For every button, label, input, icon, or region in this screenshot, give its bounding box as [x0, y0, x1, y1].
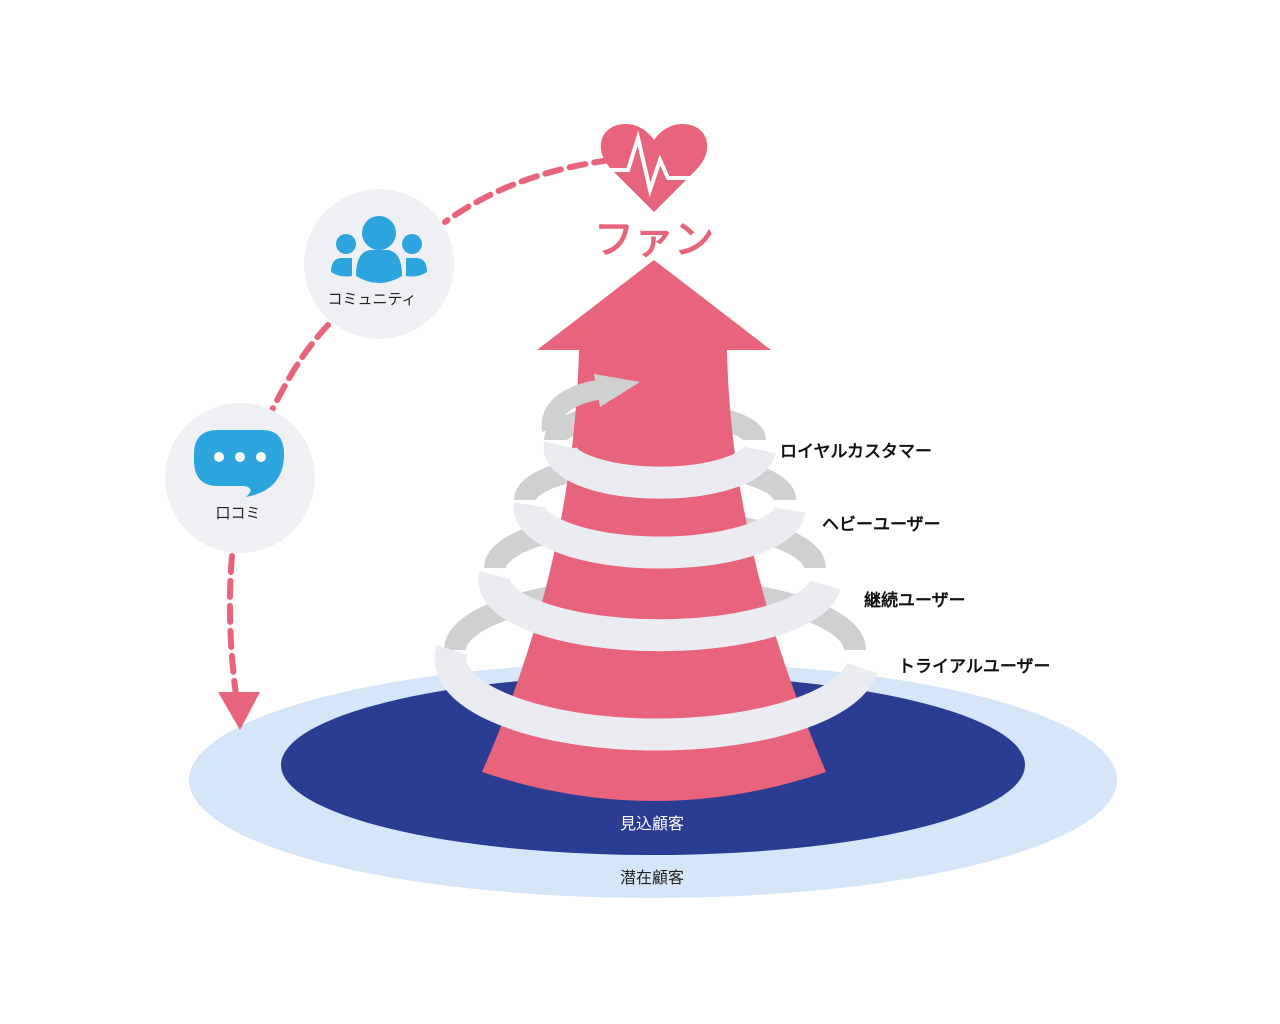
stage-label-loyal: ロイヤルカスタマー — [780, 442, 932, 462]
flow-arrowhead — [218, 692, 260, 730]
dashed-flow-path — [226, 157, 613, 698]
stage-label-heavy: ヘビーユーザー — [822, 515, 941, 535]
growth-arrow — [482, 260, 826, 801]
stage-label-continuing: 継続ユーザー — [864, 590, 966, 611]
heart-pulse-icon — [600, 124, 708, 212]
spiral-arrow-head — [541, 374, 640, 432]
people-icon — [331, 216, 427, 283]
stage-label-trial: トライアルユーザー — [898, 657, 1051, 677]
speech-bubble-icon — [194, 430, 284, 497]
fan-title: ファン — [594, 217, 714, 263]
community-label: コミュニティ — [327, 290, 416, 308]
prospects-label: 見込顧客 — [620, 814, 684, 833]
potential-customers-label: 潜在顧客 — [620, 868, 684, 887]
word-of-mouth-label: 口コミ — [215, 504, 260, 522]
ribbon-front — [434, 441, 878, 751]
